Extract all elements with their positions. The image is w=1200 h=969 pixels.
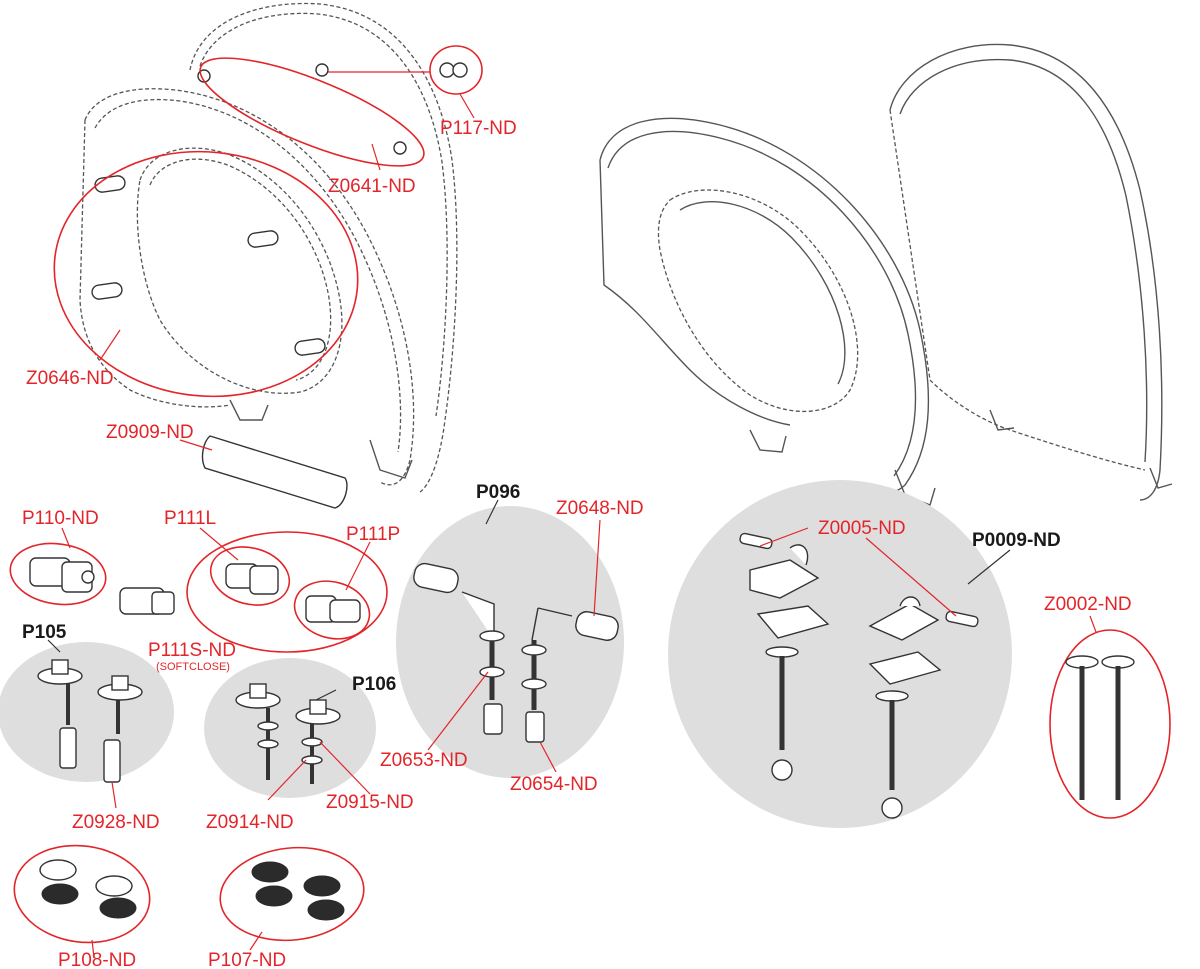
p107-caps bbox=[219, 846, 365, 942]
p096-fixing-kit bbox=[413, 499, 619, 743]
label-z0653: Z0653-ND bbox=[380, 750, 468, 771]
label-p117: P117-ND bbox=[440, 118, 517, 139]
kit-bg-p0009 bbox=[668, 480, 1012, 828]
callout-ring-z0646 bbox=[53, 150, 359, 398]
p0009-fixing-kit bbox=[739, 532, 1011, 819]
label-p111p: P111P bbox=[346, 524, 400, 545]
label-z0648: Z0648-ND bbox=[556, 498, 644, 519]
label-softclose: (SOFTCLOSE) bbox=[156, 661, 230, 673]
label-z0641: Z0641-ND bbox=[328, 176, 416, 197]
z0002-bolts bbox=[1049, 629, 1171, 819]
hinge-cover-part bbox=[201, 435, 348, 509]
label-z0005: Z0005-ND bbox=[818, 518, 906, 539]
kit-bg-p105 bbox=[0, 642, 174, 782]
label-p105: P105 bbox=[22, 622, 67, 643]
kit-bg-p096 bbox=[396, 506, 624, 778]
label-z0914: Z0914-ND bbox=[206, 812, 294, 833]
label-p110: P110-ND bbox=[22, 508, 99, 529]
p105-fixing-kit bbox=[37, 639, 143, 783]
label-p111l: P111L bbox=[164, 508, 216, 529]
label-p108: P108-ND bbox=[58, 950, 136, 969]
label-p096: P096 bbox=[476, 482, 520, 503]
label-z0654: Z0654-ND bbox=[510, 774, 598, 795]
callout-ring-p117 bbox=[429, 45, 483, 95]
label-z0646: Z0646-ND bbox=[26, 368, 114, 389]
label-z0002: Z0002-ND bbox=[1044, 594, 1132, 615]
softclose-hinge-parts bbox=[9, 531, 388, 653]
label-p0009: P0009-ND bbox=[972, 530, 1061, 551]
label-z0909: Z0909-ND bbox=[106, 422, 194, 443]
seat-assembly-right bbox=[599, 43, 1173, 506]
label-p111s: P111S-ND bbox=[148, 640, 236, 661]
label-z0928: Z0928-ND bbox=[72, 812, 160, 833]
label-z0915: Z0915-ND bbox=[326, 792, 414, 813]
p106-fixing-kit bbox=[235, 683, 341, 784]
label-p106: P106 bbox=[352, 674, 396, 695]
callout-ring-z0641 bbox=[199, 57, 425, 167]
label-p107: P107-ND bbox=[208, 950, 286, 969]
p108-caps bbox=[13, 844, 151, 944]
seat-assembly-left bbox=[79, 2, 458, 493]
